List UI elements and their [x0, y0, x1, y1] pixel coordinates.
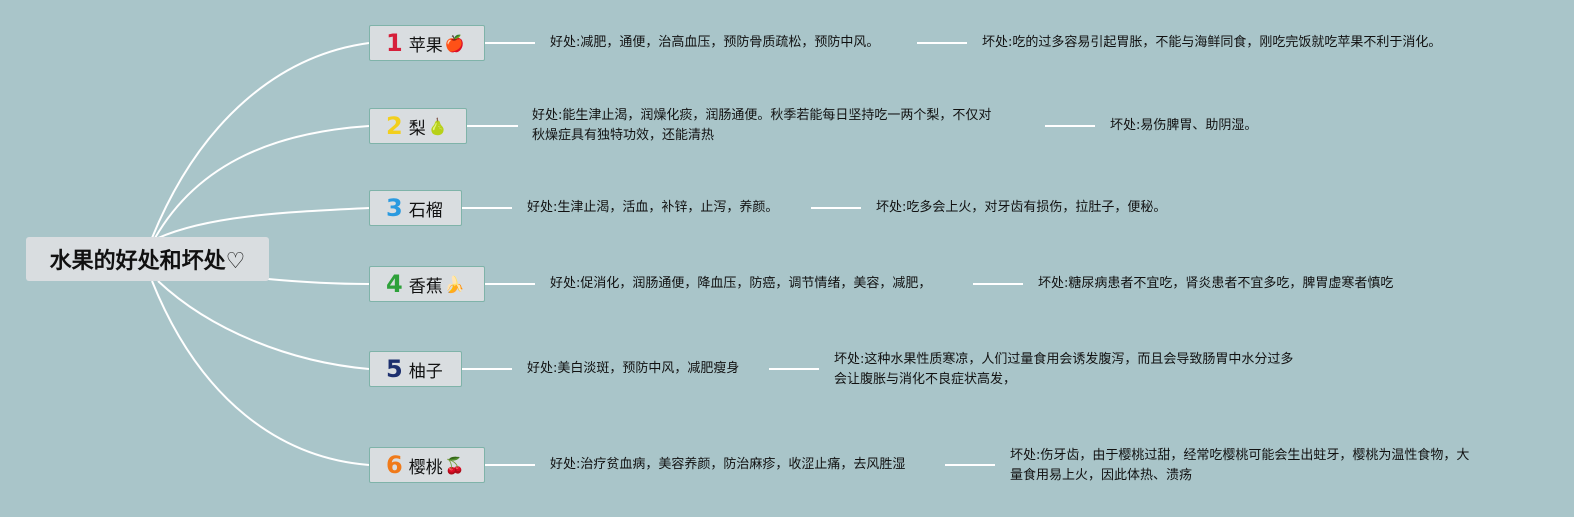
leaf-line: 秋燥症具有独特功效，还能清热 [532, 128, 715, 143]
leaf-pomelo-good[interactable]: 好处:美白淡斑，预防中风，减肥瘦身 [527, 361, 740, 376]
leaf-line: 会让腹胀与消化不良症状高发， [834, 372, 1017, 387]
leaf-line: 好处:能生津止渴，润燥化痰，润肠通便。秋季若能每日坚持吃一两个梨，不仅对 [532, 108, 992, 123]
branch-number: 4 [386, 270, 403, 298]
connector-root-6 [151, 280, 370, 466]
branch-label: 苹果 [408, 35, 443, 56]
branch-pear[interactable]: 2 梨 🍐 [369, 108, 467, 144]
connector-root-2 [154, 125, 370, 239]
banana-icon: 🍌 [444, 274, 465, 294]
cherry-icon: 🍒 [444, 455, 465, 475]
leaf-line: 量食用易上火，因此体热、溃疡 [1010, 468, 1193, 483]
branch-label: 樱桃 [408, 457, 443, 478]
branch-label: 石榴 [408, 200, 443, 221]
leaf-pomegranate-good[interactable]: 好处:生津止渴，活血，补锌，止泻，养颜。 [527, 200, 779, 215]
leaf-line: 坏处:这种水果性质寒凉，人们过量食用会诱发腹泻，而且会导致肠胃中水分过多 [834, 352, 1294, 367]
connector-root-5 [157, 280, 370, 370]
branch-pomelo[interactable]: 5 柚子 [369, 351, 462, 387]
branch-number: 3 [386, 194, 403, 222]
branch-number: 2 [386, 112, 403, 140]
pear-icon: 🍐 [427, 116, 448, 136]
connector-root-4 [267, 278, 370, 285]
leaf-banana-good[interactable]: 好处:促消化，润肠通便，降血压，防癌，调节情绪，美容，减肥， [550, 276, 932, 291]
leaf-apple-bad[interactable]: 坏处:吃的过多容易引起胃胀，不能与海鲜同食，刚吃完饭就吃苹果不利于消化。 [982, 35, 1442, 50]
branch-banana[interactable]: 4 香蕉 🍌 [369, 266, 485, 302]
leaf-line: 坏处:伤牙齿，由于樱桃过甜，经常吃樱桃可能会生出蛀牙，樱桃为温性食物，大 [1010, 448, 1470, 463]
branch-label: 香蕉 [408, 276, 443, 297]
leaf-apple-good[interactable]: 好处:减肥，通便，治高血压，预防骨质疏松，预防中风。 [550, 35, 880, 50]
connector-root-1 [151, 42, 370, 239]
branch-number: 5 [386, 355, 403, 383]
leaf-cherry-bad[interactable]: 坏处:伤牙齿，由于樱桃过甜，经常吃樱桃可能会生出蛀牙，樱桃为温性食物，大 量食用… [1010, 446, 1469, 486]
leaf-pear-good[interactable]: 好处:能生津止渴，润燥化痰，润肠通便。秋季若能每日坚持吃一两个梨，不仅对 秋燥症… [532, 106, 991, 146]
branch-label: 梨 [408, 118, 426, 139]
branch-number: 1 [386, 29, 403, 57]
branch-number: 6 [386, 451, 403, 479]
connector-root-3 [157, 207, 370, 239]
branch-pomegranate[interactable]: 3 石榴 [369, 190, 462, 226]
leaf-banana-bad[interactable]: 坏处:糖尿病患者不宜吃，肾炎患者不宜多吃，脾胃虚寒者慎吃 [1038, 276, 1394, 291]
root-title: 水果的好处和坏处♡ [49, 249, 246, 274]
leaf-pomegranate-bad[interactable]: 坏处:吃多会上火，对牙齿有损伤，拉肚子，便秘。 [876, 200, 1167, 215]
leaf-pomelo-bad[interactable]: 坏处:这种水果性质寒凉，人们过量食用会诱发腹泻，而且会导致肠胃中水分过多 会让腹… [834, 350, 1293, 390]
root-topic[interactable]: 水果的好处和坏处♡ [26, 237, 269, 281]
branch-cherry[interactable]: 6 樱桃 🍒 [369, 447, 485, 483]
leaf-cherry-good[interactable]: 好处:治疗贫血病，美容养颜，防治麻疹，收涩止痛，去风胜湿 [550, 457, 906, 472]
leaf-pear-bad[interactable]: 坏处:易伤脾胃、助阴湿。 [1110, 118, 1258, 133]
apple-icon: 🍎 [444, 33, 465, 53]
branch-label: 柚子 [408, 361, 443, 382]
branch-apple[interactable]: 1 苹果 🍎 [369, 25, 485, 61]
